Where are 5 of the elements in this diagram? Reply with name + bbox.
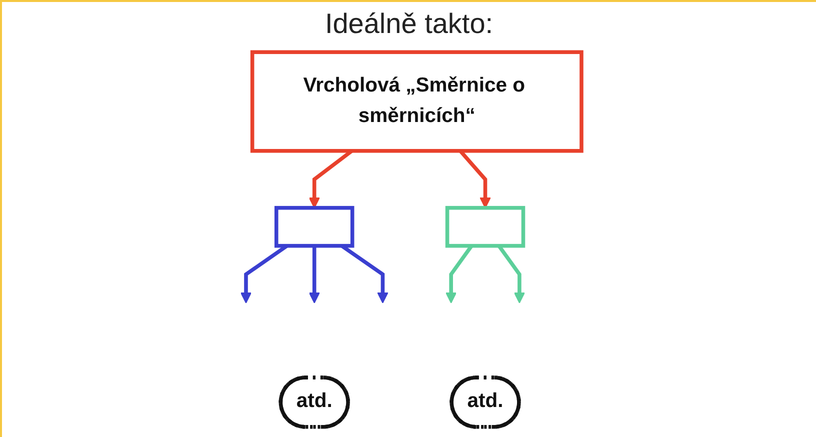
node-box xyxy=(274,206,354,248)
node-box xyxy=(445,206,525,248)
node-box: Vrcholová „Směrnice o směrnicích“ xyxy=(250,50,584,153)
arrow xyxy=(308,246,320,304)
title: Ideálně takto: xyxy=(324,8,494,40)
